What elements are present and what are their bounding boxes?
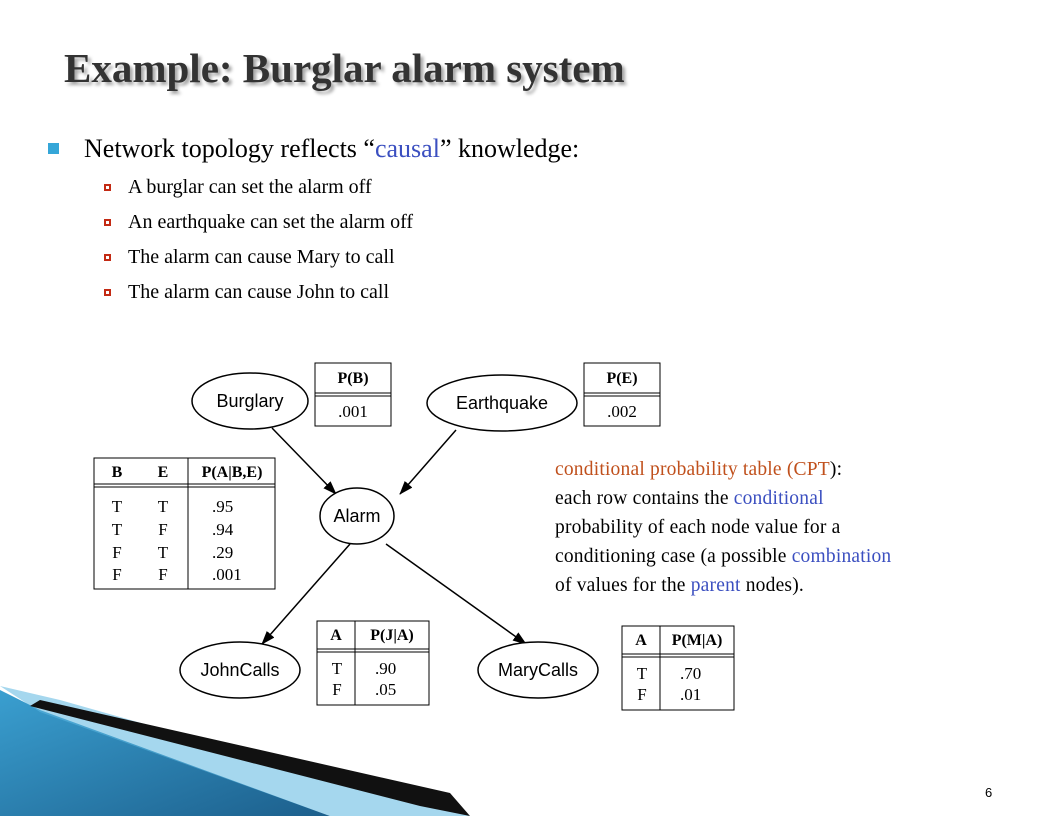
hollow-square-bullet-icon bbox=[104, 289, 111, 296]
table-cell: F bbox=[637, 685, 646, 704]
table-header: P(J|A) bbox=[370, 627, 414, 644]
main-bullet-suffix: ” knowledge: bbox=[439, 134, 580, 163]
sub-bullet-text: An earthquake can set the alarm off bbox=[128, 211, 414, 233]
node-johncalls: JohnCalls bbox=[179, 641, 301, 699]
node-marycalls: MaryCalls bbox=[477, 641, 599, 699]
main-bullet-prefix: Network topology reflects “ bbox=[84, 134, 375, 163]
cpt-text: conditioning case (a possible bbox=[555, 546, 792, 567]
table-cell: .01 bbox=[680, 685, 701, 704]
square-bullet-icon bbox=[48, 143, 59, 154]
table-cell: .001 bbox=[212, 565, 242, 584]
sub-bullet-text: A burglar can set the alarm off bbox=[128, 176, 372, 198]
table-cell: T bbox=[637, 664, 648, 683]
table-cell: F bbox=[158, 520, 167, 539]
sub-bullet-item: A burglar can set the alarm off bbox=[104, 176, 413, 211]
page-number: 6 bbox=[985, 785, 993, 800]
table-cell: .70 bbox=[680, 664, 701, 683]
cpt-text: conditional bbox=[733, 488, 824, 509]
table-cell: .94 bbox=[212, 520, 234, 539]
table-cell: .29 bbox=[212, 543, 233, 562]
hollow-square-bullet-icon bbox=[104, 184, 111, 191]
table-cell: .002 bbox=[607, 402, 637, 421]
edge-earthquake-alarm bbox=[399, 429, 457, 495]
table-cell: .001 bbox=[338, 402, 368, 421]
table-cell: T bbox=[158, 543, 169, 562]
edge-burglary-alarm bbox=[271, 427, 337, 495]
decorative-corner bbox=[0, 686, 470, 816]
table-cell: F bbox=[158, 565, 167, 584]
cpt-text: parent bbox=[690, 575, 741, 596]
table-cell: T bbox=[158, 497, 169, 516]
hollow-square-bullet-icon bbox=[104, 219, 111, 226]
node-alarm: Alarm bbox=[319, 487, 395, 545]
table-cell: T bbox=[112, 520, 123, 539]
table-cell: T bbox=[112, 497, 123, 516]
table-cell: T bbox=[332, 659, 343, 678]
table-header: A bbox=[635, 632, 647, 649]
table-cell: .05 bbox=[375, 680, 396, 699]
table-cell: F bbox=[332, 680, 341, 699]
table-alarm-cpt: B E P(A|B,E) T T .95 T F .94 F T .29 F F… bbox=[93, 457, 276, 590]
cpt-text: nodes). bbox=[740, 575, 804, 596]
table-header: E bbox=[158, 464, 169, 481]
node-earthquake: Earthquake bbox=[426, 374, 578, 432]
cpt-text: each row contains the bbox=[555, 488, 734, 509]
table-header: B bbox=[112, 464, 123, 481]
table-header: P(E) bbox=[606, 370, 637, 387]
table-header: P(A|B,E) bbox=[202, 464, 263, 481]
table-cell: .95 bbox=[212, 497, 233, 516]
main-bullet: Network topology reflects “causal” knowl… bbox=[48, 134, 579, 164]
hollow-square-bullet-icon bbox=[104, 254, 111, 261]
node-burglary: Burglary bbox=[191, 372, 309, 430]
cpt-text: combination bbox=[791, 546, 892, 567]
cpt-explanation: conditional probability table (CPT): eac… bbox=[555, 455, 891, 600]
sub-bullet-list: A burglar can set the alarm off An earth… bbox=[104, 176, 413, 316]
slide-title: Example: Burglar alarm system bbox=[64, 45, 625, 91]
cpt-text: conditional probability table ( bbox=[555, 459, 794, 480]
node-label: Alarm bbox=[333, 506, 380, 526]
table-p-earthquake: P(E) .002 bbox=[583, 362, 661, 427]
table-header: P(B) bbox=[337, 370, 368, 387]
cpt-text: CPT bbox=[793, 459, 830, 480]
table-johncalls-cpt: A P(J|A) T .90 F .05 bbox=[316, 620, 430, 706]
table-header: P(M|A) bbox=[672, 632, 723, 649]
edge-alarm-johncalls bbox=[261, 543, 351, 645]
sub-bullet-item: The alarm can cause John to call bbox=[104, 281, 413, 316]
table-cell: .90 bbox=[375, 659, 396, 678]
cpt-text: ): bbox=[829, 459, 843, 480]
node-label: Earthquake bbox=[456, 393, 548, 413]
sub-bullet-text: The alarm can cause Mary to call bbox=[128, 246, 395, 268]
cpt-text: of values for the bbox=[555, 575, 691, 596]
sub-bullet-item: An earthquake can set the alarm off bbox=[104, 211, 413, 246]
main-bullet-highlight: causal bbox=[374, 134, 440, 163]
edge-alarm-marycalls bbox=[385, 543, 527, 645]
node-label: JohnCalls bbox=[200, 660, 279, 680]
table-cell: F bbox=[112, 543, 121, 562]
sub-bullet-text: The alarm can cause John to call bbox=[128, 281, 389, 303]
table-header: A bbox=[330, 627, 342, 644]
table-cell: F bbox=[112, 565, 121, 584]
node-label: Burglary bbox=[216, 391, 283, 411]
table-marycalls-cpt: A P(M|A) T .70 F .01 bbox=[621, 625, 735, 711]
node-label: MaryCalls bbox=[498, 660, 578, 680]
cpt-text: probability of each node value for a bbox=[555, 517, 841, 538]
table-p-burglary: P(B) .001 bbox=[314, 362, 392, 427]
sub-bullet-item: The alarm can cause Mary to call bbox=[104, 246, 413, 281]
